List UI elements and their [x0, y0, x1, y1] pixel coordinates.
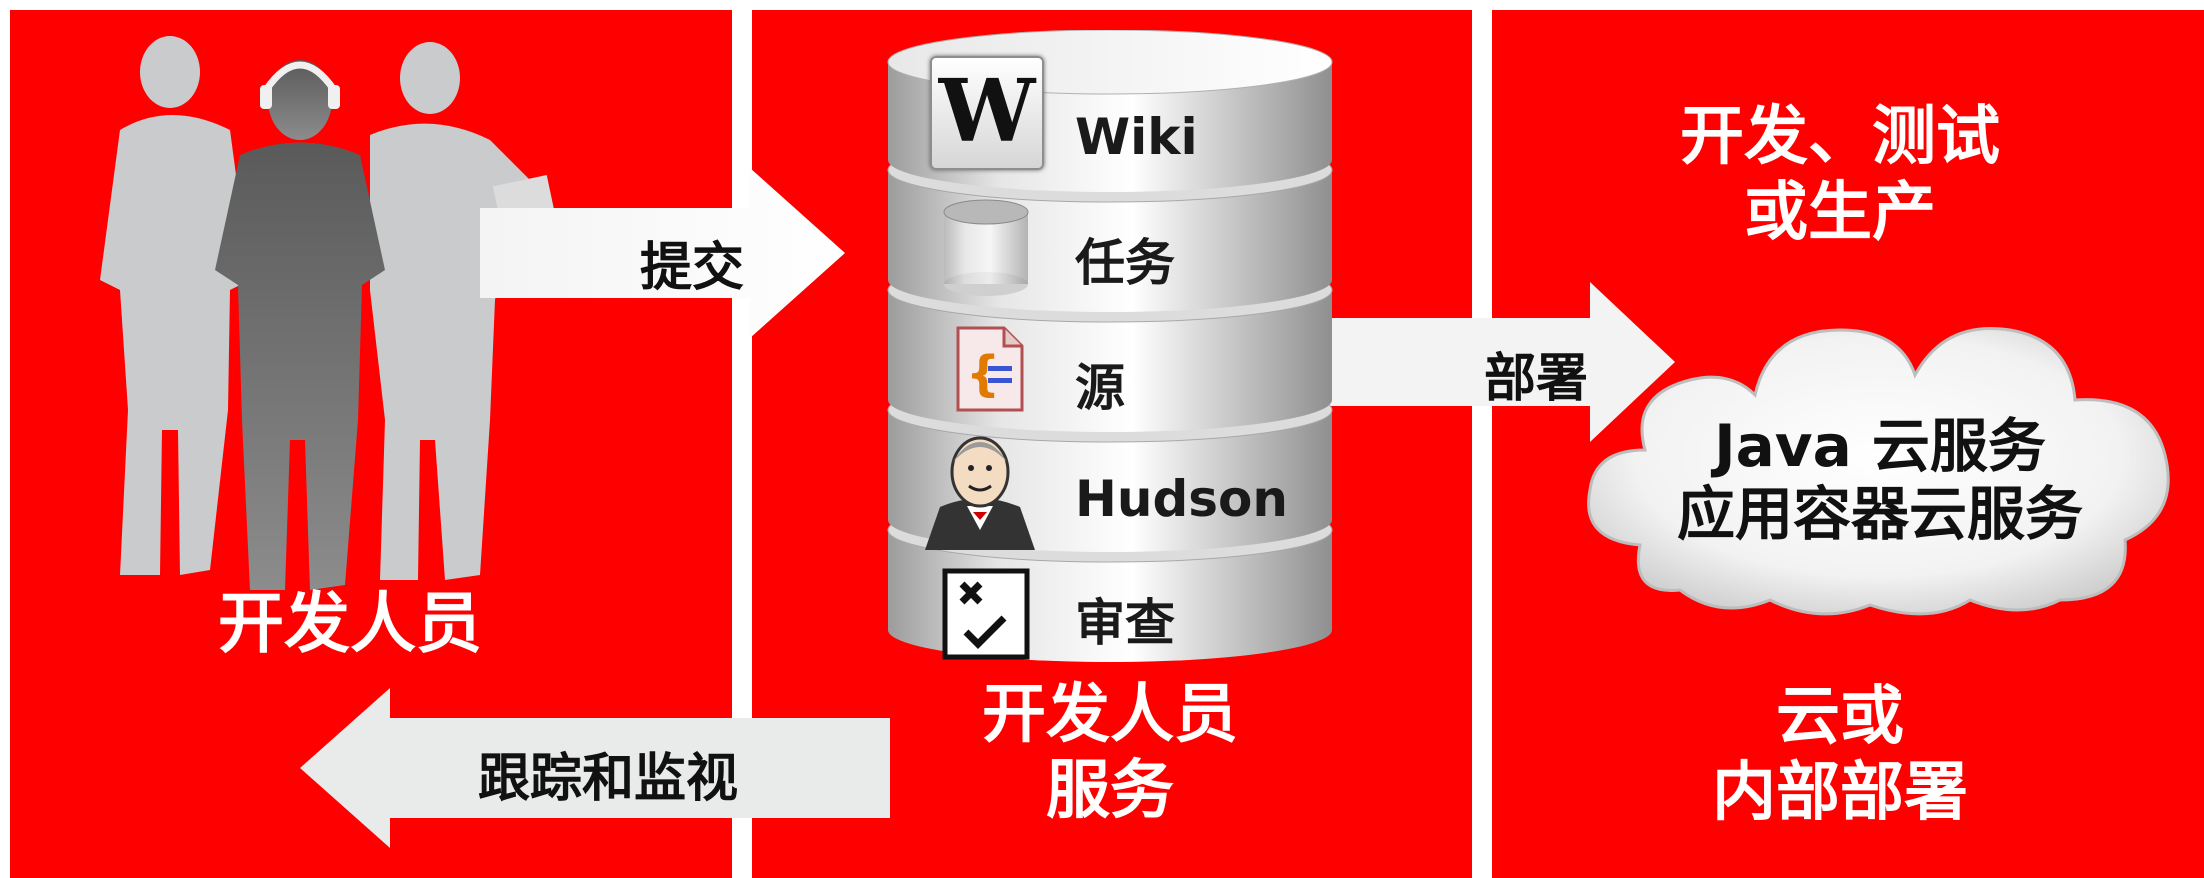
services-caption: 开发人员 服务: [982, 678, 1238, 828]
layer-label-source: 源: [1075, 359, 1125, 417]
database-icon: [943, 199, 1029, 296]
svg-text:{: {: [966, 346, 1000, 402]
person-headset-icon: [215, 60, 385, 590]
source-file-icon: {: [956, 326, 1024, 412]
wiki-letter: W: [938, 61, 1036, 162]
cloud-services-label: Java 云服务 应用容器云服务: [1676, 412, 2083, 549]
deployment-type-label: 云或 内部部署: [1712, 680, 1968, 830]
person-left-icon: [100, 36, 250, 575]
wiki-icon: W: [930, 56, 1044, 170]
deploy-label: 部署: [1484, 349, 1589, 409]
layer-label-tasks: 任务: [1075, 234, 1175, 292]
layer-label-hudson: Hudson: [1075, 470, 1288, 528]
track-monitor-arrow: [300, 688, 890, 848]
commit-arrow: [480, 168, 845, 338]
review-checklist-icon: [942, 568, 1030, 660]
developers-label: 开发人员: [218, 585, 482, 662]
environment-label: 开发、测试 或生产: [1680, 100, 2000, 250]
layer-label-wiki: Wiki: [1075, 108, 1198, 166]
hudson-butler-icon: [925, 436, 1035, 550]
cloud-icon: [1587, 327, 2170, 616]
layer-label-review: 审查: [1075, 594, 1175, 652]
track-monitor-label: 跟踪和监视: [478, 749, 739, 809]
commit-label: 提交: [640, 238, 745, 298]
deploy-arrow: [1320, 282, 1675, 442]
